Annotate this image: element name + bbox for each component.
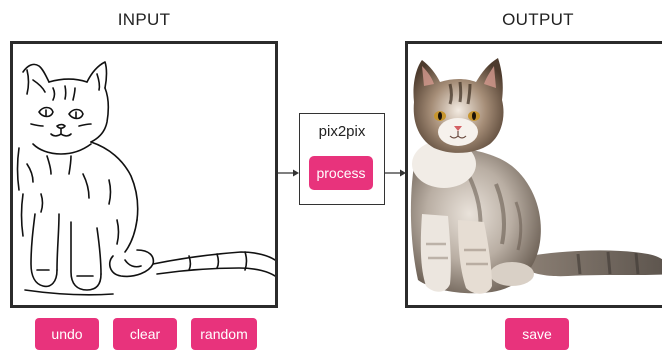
input-drawing-canvas[interactable] — [10, 41, 278, 308]
save-button[interactable]: save — [505, 318, 569, 350]
random-button[interactable]: random — [191, 318, 257, 350]
model-box: pix2pix process — [299, 113, 385, 205]
clear-button[interactable]: clear — [113, 318, 177, 350]
model-name: pix2pix — [318, 123, 366, 140]
arrow-to-output-icon — [385, 169, 406, 177]
output-label: OUTPUT — [502, 10, 574, 29]
cat-sketch-drawing — [16, 61, 275, 296]
arrow-to-model-icon — [278, 169, 299, 177]
generated-kitten-image — [410, 58, 662, 294]
input-label: INPUT — [117, 10, 171, 29]
output-image-panel — [405, 41, 662, 308]
process-button[interactable]: process — [309, 156, 373, 190]
undo-button[interactable]: undo — [35, 318, 99, 350]
